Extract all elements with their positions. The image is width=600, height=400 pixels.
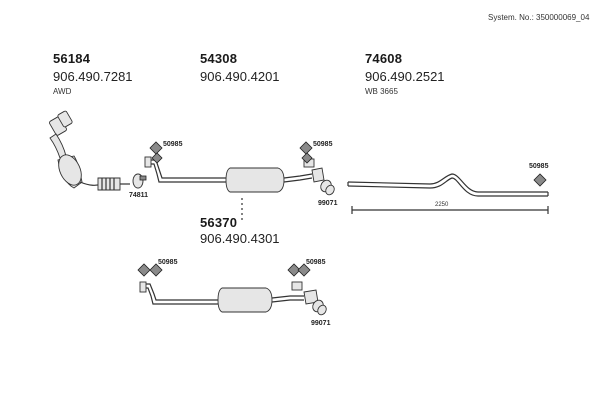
hanger-a-drawing [149, 141, 163, 164]
hanger-b-drawing [299, 141, 313, 164]
callout-clamp-a: 74811 [129, 192, 149, 199]
callout-hanger-c: 50985 [529, 163, 549, 170]
callout-hanger-b: 50985 [313, 141, 333, 148]
hanger-c-drawing [533, 173, 547, 187]
clamp-99071-upper-drawing [320, 179, 335, 196]
dimension-label: 2250 [435, 202, 449, 208]
hanger-e-drawing [287, 263, 311, 277]
system-number: System. No.: 350000069_04 [488, 13, 590, 22]
part-number-alt-middle-silencer: 56370 [200, 215, 238, 230]
part-number-catalytic-converter: 56184 [53, 51, 91, 66]
part-number-rear-pipe: 74608 [365, 51, 403, 66]
callout-hanger-a: 50985 [163, 141, 183, 148]
middle-silencer-drawing [144, 156, 325, 222]
reference-number-middle-silencer: 906.490.4201 [200, 69, 280, 84]
note-wheelbase: WB 3665 [365, 87, 398, 96]
hanger-d-drawing [137, 263, 163, 277]
note-awd: AWD [53, 87, 72, 96]
clamp-99071-lower-drawing [312, 299, 327, 316]
rear-pipe-drawing [347, 173, 549, 214]
reference-number-catalytic-converter: 906.490.7281 [53, 69, 133, 84]
callout-hanger-d: 50985 [158, 259, 178, 266]
reference-number-alt-middle-silencer: 906.490.4301 [200, 231, 280, 246]
reference-number-rear-pipe: 906.490.2521 [365, 69, 445, 84]
clamp-74811-drawing [132, 173, 147, 189]
callout-clamp-b: 99071 [318, 200, 338, 207]
alt-middle-silencer-drawing [139, 281, 319, 313]
callout-clamp-c: 99071 [311, 320, 331, 327]
callout-hanger-e: 50985 [306, 259, 326, 266]
catalytic-converter-drawing [49, 110, 130, 191]
part-number-middle-silencer: 54308 [200, 51, 238, 66]
